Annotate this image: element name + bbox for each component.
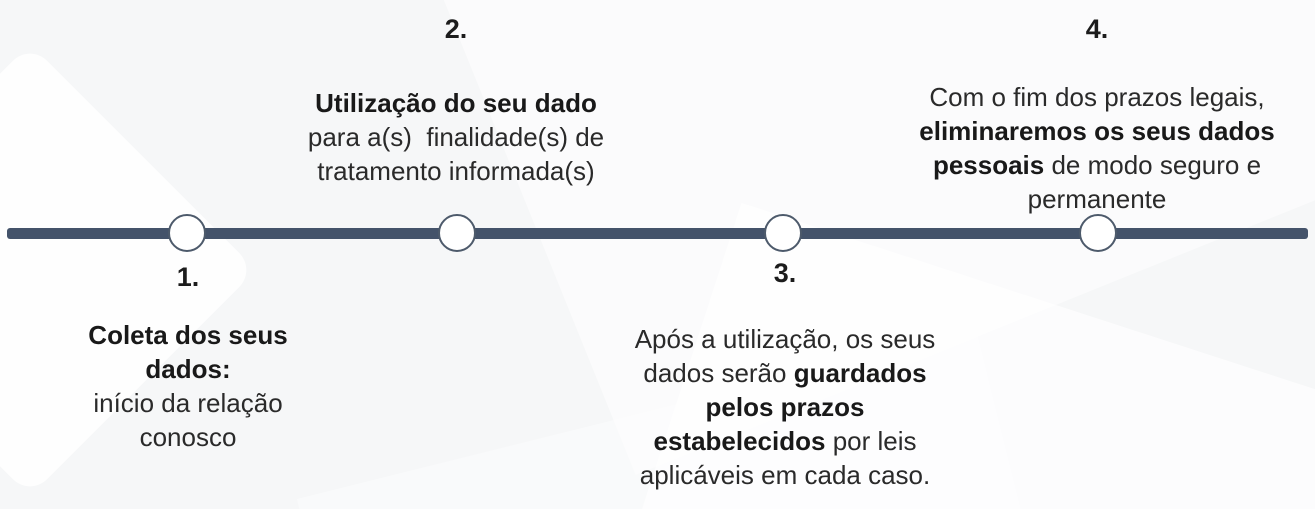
step-description: Após a utilização, os seus dados serão gu… (575, 322, 995, 492)
text-line: pessoais de modo seguro e (932, 150, 1262, 180)
timeline-node-1 (168, 214, 206, 252)
timeline-node-3 (764, 214, 802, 252)
text-line: Após a utilização, os seus (634, 324, 936, 354)
text-line: para a(s) finalidade(s) de (307, 122, 605, 152)
step-description: Com o fim dos prazos legais, eliminaremos… (867, 80, 1315, 216)
text-line: aplicáveis em cada caso. (639, 460, 931, 490)
text-line: pelos prazos (705, 392, 865, 422)
timeline-line (7, 228, 1308, 239)
timeline-node-2 (438, 214, 476, 252)
text-line: início da relação (93, 388, 283, 418)
step-number: 3. (773, 258, 797, 288)
text-line: dados serão guardados (643, 358, 927, 388)
timeline-item-3: 3. Após a utilização, os seus dados serão… (575, 258, 995, 492)
text-line: Utilização do seu dado (315, 88, 597, 118)
step-number: 2. (444, 14, 468, 44)
timeline-item-4: 4. Com o fim dos prazos legais, eliminare… (867, 14, 1315, 216)
step-number: 1. (176, 262, 200, 292)
timeline-item-2: 2. Utilização do seu dado para a(s) final… (256, 14, 656, 188)
text-line: permanente (1027, 184, 1167, 214)
text-line: estabelecidos por leis (653, 426, 917, 456)
timeline-node-4 (1079, 214, 1117, 252)
text-line: Com o fim dos prazos legais, (929, 82, 1265, 112)
text-line: tratamento informada(s) (317, 156, 595, 186)
text-line: Coleta dos seus (88, 320, 288, 350)
timeline-item-1: 1. Coleta dos seus dados: início da relaçã… (28, 262, 348, 454)
text-line: dados: (145, 354, 231, 384)
step-number: 4. (1085, 14, 1109, 44)
text-line: conosco (139, 422, 237, 452)
step-description: Utilização do seu dado para a(s) finalida… (256, 86, 656, 188)
text-line: eliminaremos os seus dados (919, 116, 1275, 146)
step-description: Coleta dos seus dados: início da relação co… (28, 318, 348, 454)
